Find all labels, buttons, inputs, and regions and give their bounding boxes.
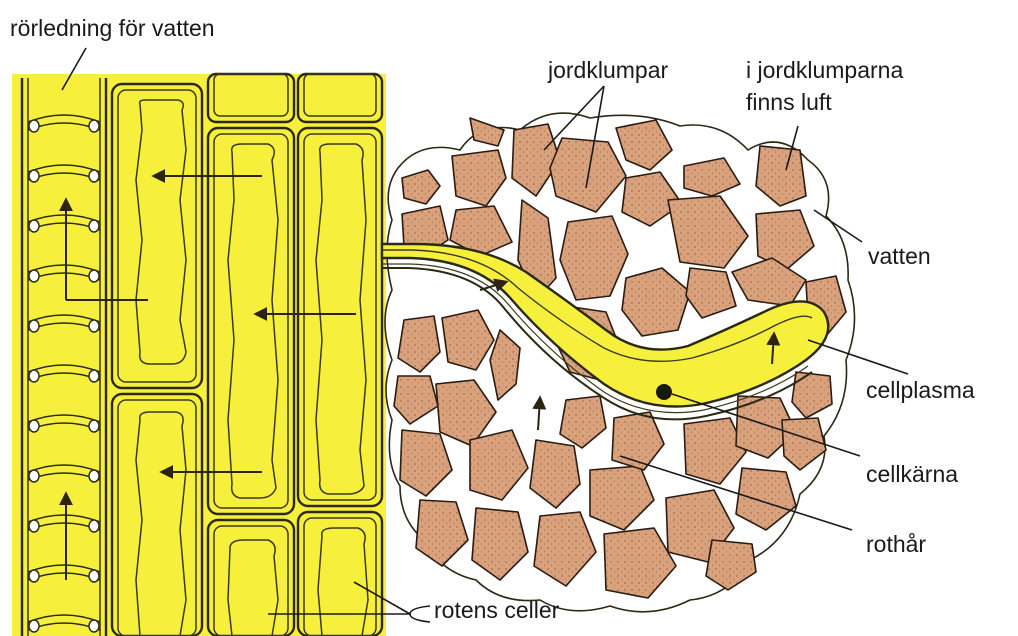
label-air-in-clods-line1: i jordklumparna — [746, 56, 903, 84]
vessel-ring-knob — [89, 120, 99, 132]
vessel-ring-knob — [89, 520, 99, 532]
label-water: vatten — [868, 242, 931, 270]
vessel-ring-knob — [29, 570, 39, 582]
vessel-ring-knob — [89, 170, 99, 182]
label-water-pipe: rörledning för vatten — [10, 14, 215, 42]
label-soil-clods: jordklumpar — [548, 56, 668, 84]
vessel-ring-knob — [89, 570, 99, 582]
vessel-ring-knob — [89, 470, 99, 482]
nucleus-dot — [656, 384, 672, 400]
vessel-ring-knob — [29, 220, 39, 232]
vessel-ring-knob — [89, 420, 99, 432]
vessel-ring-knob — [89, 320, 99, 332]
label-cell-nucleus: cellkärna — [866, 460, 958, 488]
vessel-ring-knob — [89, 220, 99, 232]
vessel-ring-knob — [89, 620, 99, 632]
root-tissue — [12, 74, 386, 636]
vessel-ring-knob — [29, 120, 39, 132]
vessel-ring-knob — [89, 370, 99, 382]
vessel-ring-knob — [29, 470, 39, 482]
vessel-ring-knob — [89, 270, 99, 282]
vessel-ring-knob — [29, 420, 39, 432]
vessel-ring-knob — [29, 520, 39, 532]
vessel-ring-knob — [29, 620, 39, 632]
vessel-ring-knob — [29, 270, 39, 282]
label-root-hair: rothår — [866, 530, 926, 558]
label-air-in-clods-line2: finns luft — [746, 88, 832, 116]
vessel-ring-knob — [29, 370, 39, 382]
vessel-ring-knob — [29, 320, 39, 332]
label-cytoplasm: cellplasma — [866, 376, 975, 404]
label-root-cells: rotens celler — [434, 596, 559, 624]
vessel-ring-knob — [29, 170, 39, 182]
